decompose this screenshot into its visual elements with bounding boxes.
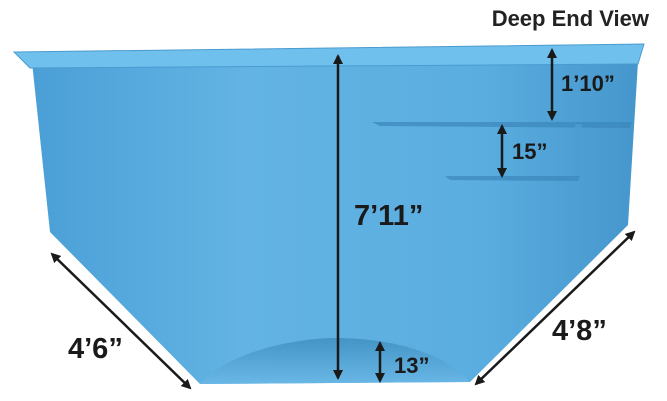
floor-rise-label: 13” (394, 353, 429, 378)
top-step-label: 1’10” (561, 71, 615, 96)
pool-body (32, 62, 638, 384)
step-face (575, 124, 582, 176)
pool-rim (12, 43, 645, 69)
right-slope-label: 4’8” (552, 315, 607, 347)
right-slope-arrow (474, 230, 636, 386)
lower-step-ledge (445, 176, 580, 181)
depth-label: 7’11” (354, 200, 423, 232)
dimension-labels: 7’11” 1’10” 15” 13” 4’6” 4’8” (68, 71, 615, 378)
step-riser-label: 15” (512, 139, 547, 164)
left-slope-arrow (50, 252, 192, 390)
left-slope-label: 4’6” (68, 333, 123, 365)
dimension-arrows (50, 48, 636, 390)
view-title: Deep End View (491, 6, 649, 31)
